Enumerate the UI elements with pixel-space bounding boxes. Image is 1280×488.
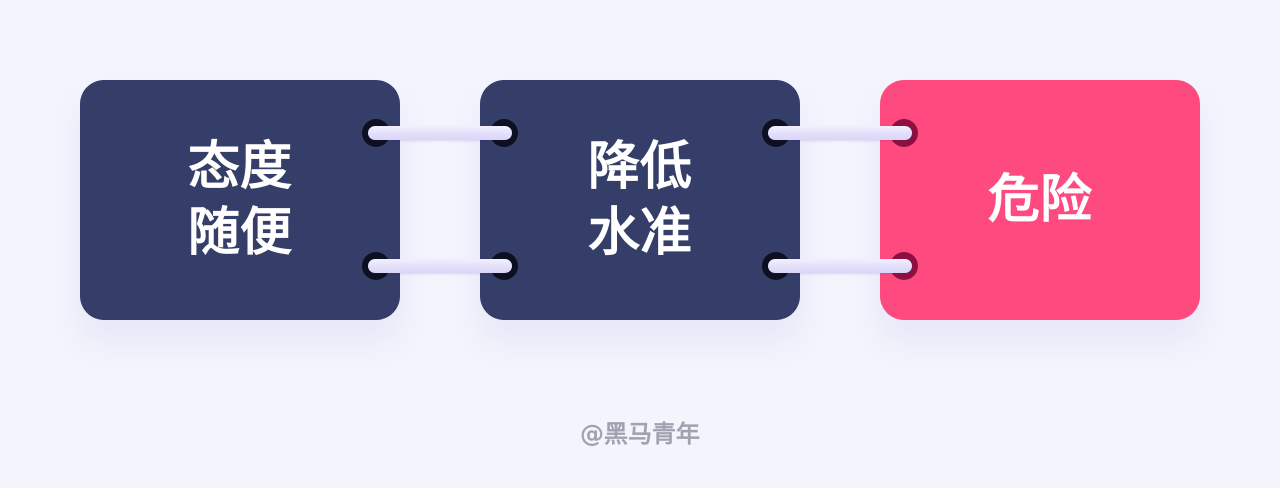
binder-ring-connector xyxy=(368,126,512,140)
author-caption: @黑马青年 xyxy=(580,420,700,448)
card-attitude-casual: 态度随便 xyxy=(80,80,400,320)
binder-ring-connector xyxy=(768,126,912,140)
binder-ring-connector xyxy=(368,259,512,273)
card-label: 危险 xyxy=(987,170,1092,230)
card-label: 态度随便 xyxy=(187,137,292,263)
card-lower-standard: 降低水准 xyxy=(480,80,800,320)
card-label: 降低水准 xyxy=(587,137,692,263)
binder-ring-connector xyxy=(768,259,912,273)
card-danger: 危险 xyxy=(880,80,1200,320)
